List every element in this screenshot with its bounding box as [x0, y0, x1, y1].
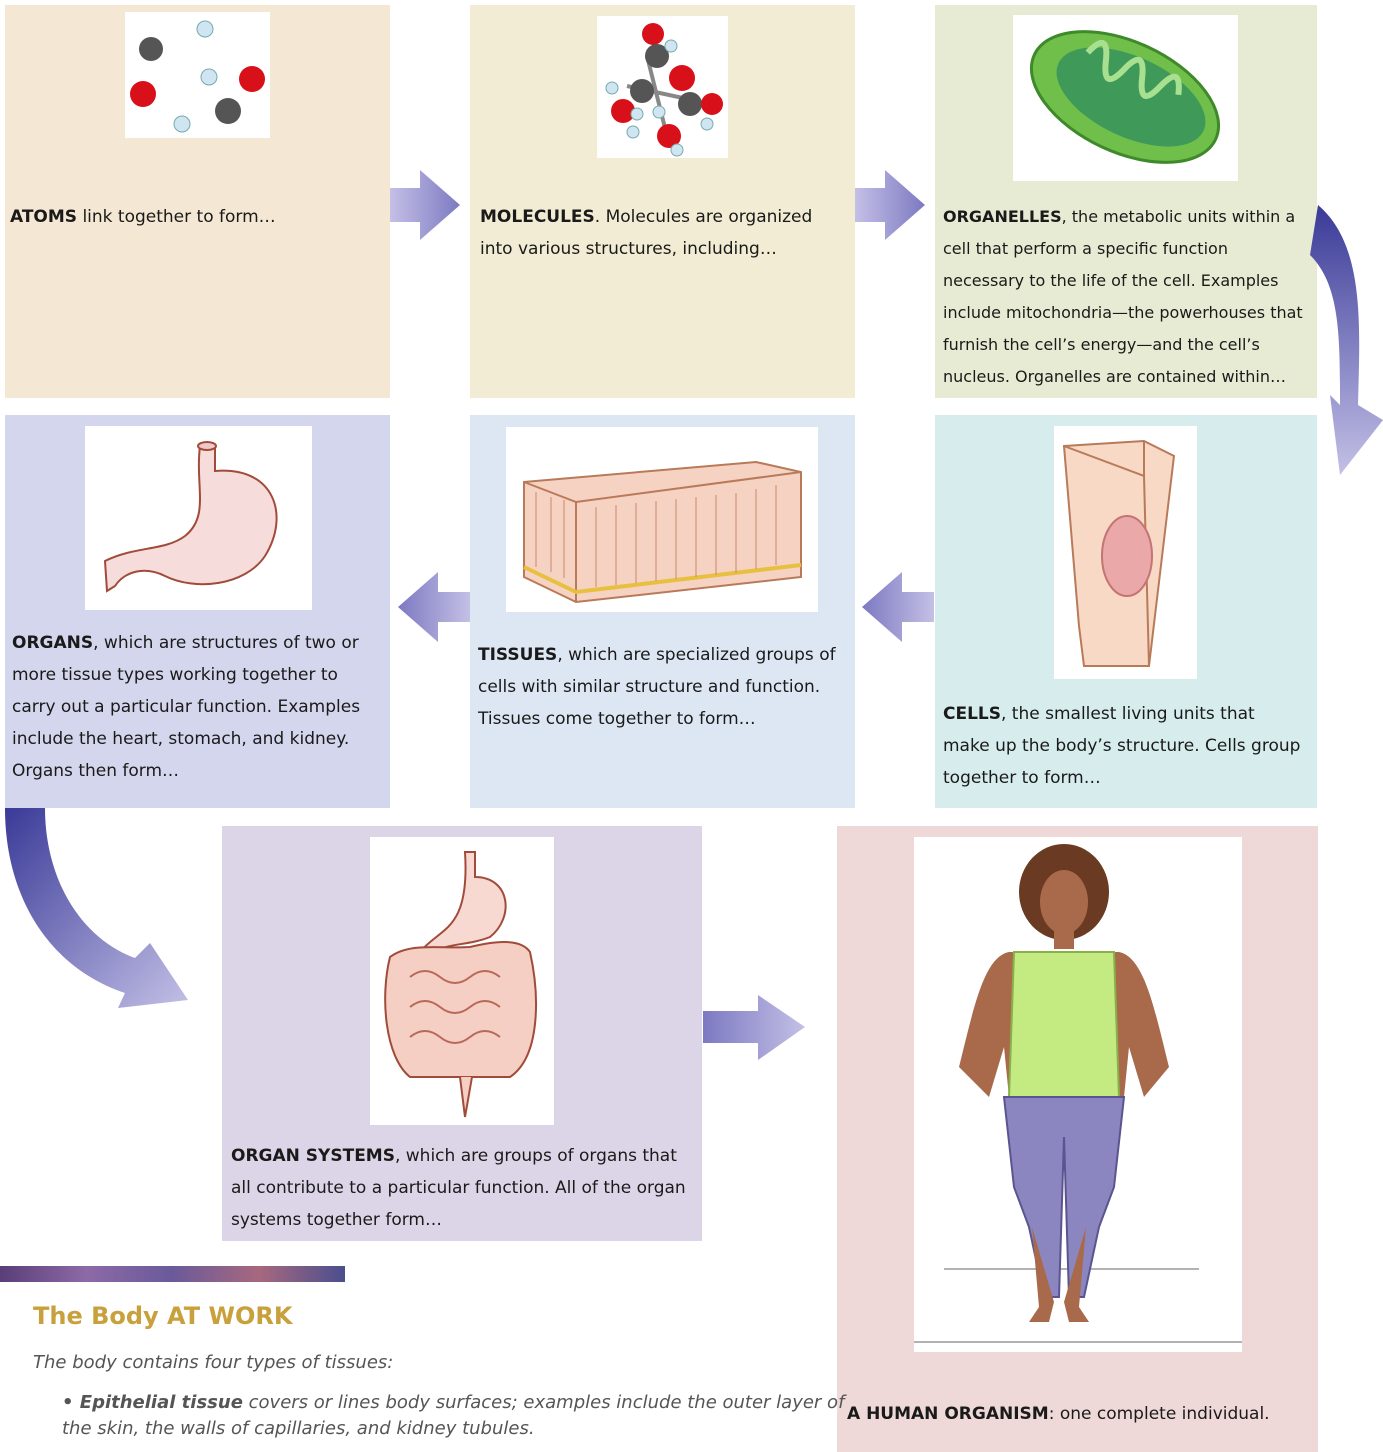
arrow-molecules-to-organelles: [855, 170, 927, 240]
cell-illustration: [1054, 426, 1197, 679]
digestive-system-illustration: [370, 837, 554, 1125]
tissues-text: TISSUES, which are specialized groups of…: [478, 639, 848, 735]
body-at-work-title: The Body AT WORK: [33, 1302, 292, 1330]
organelles-card: ORGANELLES, the metabolic units within a…: [935, 5, 1317, 398]
stomach-illustration: [85, 426, 312, 610]
cells-text: CELLS, the smallest living units that ma…: [943, 698, 1303, 794]
arrow-cells-to-tissues: [862, 572, 934, 642]
organ-systems-text: ORGAN SYSTEMS, which are groups of organ…: [231, 1140, 691, 1236]
arrow-organ-systems-to-organism: [703, 995, 805, 1060]
arrow-tissues-to-organs: [398, 572, 470, 642]
organism-text: A HUMAN ORGANISM: one complete individua…: [847, 1398, 1307, 1430]
cells-card: CELLS, the smallest living units that ma…: [935, 415, 1317, 808]
organs-text: ORGANS, which are structures of two or m…: [12, 627, 382, 787]
organism-card: A HUMAN ORGANISM: one complete individua…: [837, 826, 1318, 1452]
molecule-illustration: [597, 16, 728, 158]
organs-card: ORGANS, which are structures of two or m…: [5, 415, 390, 808]
body-at-work-bullet: • Epithelial tissue covers or lines body…: [62, 1390, 852, 1442]
atoms-illustration: [125, 12, 270, 138]
human-organism-illustration: [914, 837, 1242, 1352]
organelles-text: ORGANELLES, the metabolic units within a…: [943, 201, 1313, 393]
arrow-atoms-to-molecules: [390, 170, 462, 240]
atoms-card: ATOMS link together to form…: [5, 5, 390, 398]
arrow-organelles-to-cells: [1310, 205, 1383, 475]
body-at-work-banner: [0, 1266, 345, 1282]
tissue-illustration: [506, 427, 818, 612]
arrow-organs-to-organ-systems: [0, 808, 190, 1008]
organ-systems-card: ORGAN SYSTEMS, which are groups of organ…: [222, 826, 702, 1241]
molecules-text: MOLECULES. Molecules are organized into …: [480, 201, 840, 265]
body-at-work-intro: The body contains four types of tissues:: [33, 1352, 393, 1373]
molecules-card: MOLECULES. Molecules are organized into …: [470, 5, 855, 398]
atoms-text: ATOMS link together to form…: [10, 201, 380, 233]
tissues-card: TISSUES, which are specialized groups of…: [470, 415, 855, 808]
mitochondrion-illustration: [1013, 15, 1238, 181]
